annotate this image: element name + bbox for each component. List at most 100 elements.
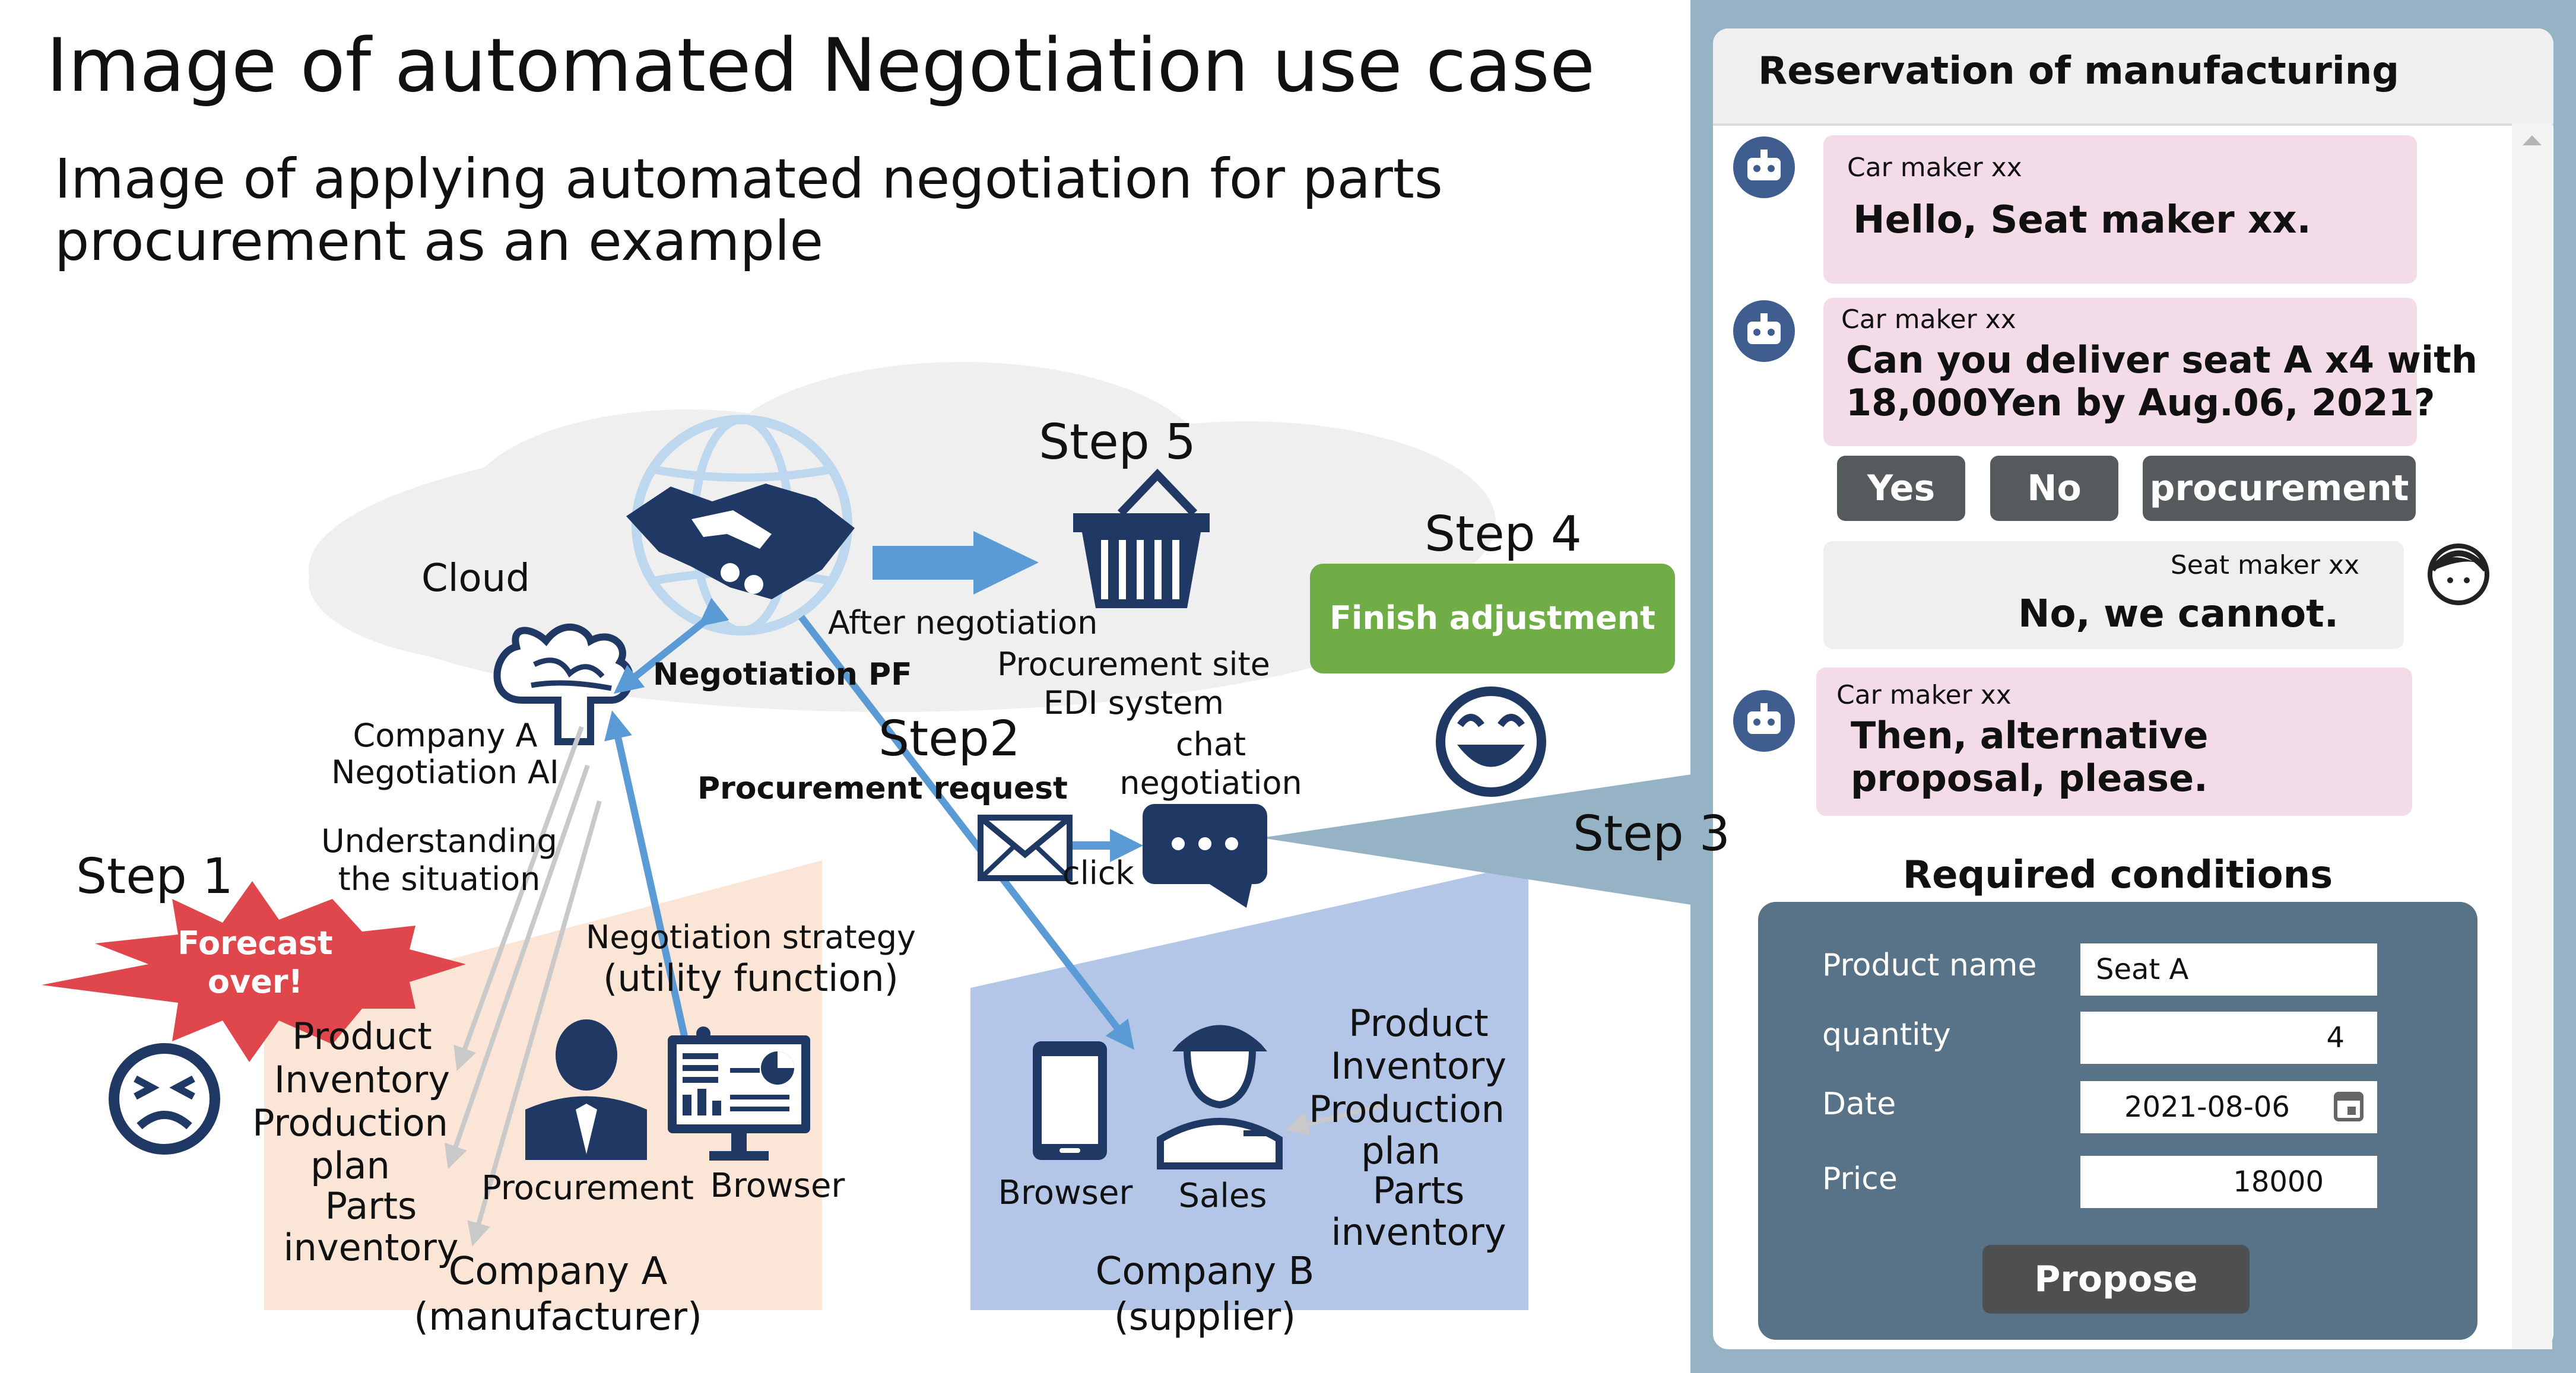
chat-reply-bubble: Seat maker xx No, we cannot.: [1823, 541, 2404, 649]
robot-avatar-icon: [1733, 690, 1795, 752]
price-field[interactable]: 18000: [2080, 1156, 2377, 1208]
required-conditions-title: Required conditions: [1902, 853, 2333, 897]
strategy-ai-arrow: [604, 710, 689, 1043]
chat-message-text: Can you deliver seat A x4 with: [1846, 338, 2477, 382]
globe-handshake-icon: [626, 415, 855, 635]
pf-supplier-arrow: [798, 615, 1134, 1050]
sales-label: Sales: [1178, 1177, 1267, 1215]
procurement-button[interactable]: procurement: [2143, 456, 2416, 521]
product-name-field[interactable]: Seat A: [2080, 943, 2377, 996]
propose-button[interactable]: Propose: [1982, 1245, 2250, 1314]
pf-ai-arrow: [613, 597, 729, 694]
company-a-info-item: Parts: [325, 1184, 417, 1228]
company-a-info-item: plan: [310, 1144, 390, 1187]
happy-face-icon: [1436, 686, 1546, 797]
chat-message-text: proposal, please.: [1851, 757, 2208, 800]
chat-negotiation-line1: chat: [1175, 726, 1246, 763]
price-label: Price: [1822, 1161, 1898, 1197]
page-subtitle-line2: procurement as an example: [55, 209, 824, 273]
chat-message-text: 18,000Yen by Aug.06, 2021?: [1846, 381, 2435, 424]
page-title: Image of automated Negotiation use case: [46, 23, 1595, 109]
step4-label: Step 4: [1425, 506, 1582, 562]
negotiation-ai-label-line2: Negotiation AI: [331, 754, 559, 791]
negotiation-strategy-line1: Negotiation strategy: [585, 918, 916, 956]
chat-header-title: Reservation of manufacturing: [1758, 49, 2400, 93]
step5-arrow: [873, 531, 1039, 595]
browser-label-b: Browser: [998, 1174, 1133, 1212]
finish-adjustment-box: [1310, 564, 1675, 673]
understanding-label-line1: Understanding: [321, 822, 557, 860]
company-b-name-line2: (supplier): [1113, 1295, 1296, 1339]
cloud-label: Cloud: [421, 557, 530, 600]
quantity-label: quantity: [1822, 1017, 1951, 1053]
basket-icon: [1073, 468, 1210, 608]
company-b-info-item: plan: [1361, 1129, 1441, 1172]
negotiation-strategy-line2: (utility function): [603, 956, 899, 1000]
product-name-label: Product name: [1822, 948, 2037, 983]
company-b-info-item: Parts: [1372, 1169, 1465, 1212]
person-avatar-icon: [2428, 544, 2489, 605]
after-negotiation-label: After negotiation: [828, 604, 1098, 641]
negotiation-ai-label-line1: Company A: [353, 717, 538, 754]
info-line-b: [1284, 1101, 1389, 1136]
sales-person-icon: [1157, 1025, 1283, 1169]
step1-label: Step 1: [76, 848, 233, 905]
monitor-dashboard-icon: [668, 1026, 810, 1161]
info-line-2: [444, 764, 590, 1169]
no-button[interactable]: No: [1990, 456, 2118, 521]
forecast-label-line2: over!: [207, 963, 303, 1000]
procurement-label: Procurement: [481, 1169, 694, 1207]
company-b-info-item: Production: [1309, 1088, 1505, 1131]
company-a-name-line1: Company A: [448, 1250, 668, 1293]
click-label: click: [1062, 854, 1134, 892]
company-a-name-line2: (manufacturer): [414, 1295, 702, 1339]
scroll-up-icon[interactable]: [2523, 135, 2542, 145]
forecast-burst: [42, 881, 466, 1062]
chat-message-text: No, we cannot.: [2017, 592, 2339, 636]
procurement-site-label: Procurement site: [997, 646, 1270, 683]
date-field[interactable]: 2021-08-06: [2080, 1081, 2377, 1133]
chat-message-text: Then, alternative: [1851, 714, 2209, 757]
quantity-field[interactable]: 4: [2080, 1012, 2377, 1064]
company-b-info-item: Product: [1349, 1002, 1489, 1045]
browser-label-a: Browser: [710, 1167, 845, 1205]
info-line-3: [467, 800, 602, 1247]
procurement-person-icon: [525, 1019, 647, 1160]
chat-negotiation-line2: negotiation: [1119, 764, 1302, 802]
chat-message-text: Hello, Seat maker xx.: [1853, 198, 2311, 242]
chat-message-bubble: Car maker xx Hello, Seat maker xx.: [1823, 135, 2417, 284]
step3-wedge: [1261, 774, 1692, 905]
page-subtitle-line1: Image of applying automated negotiation …: [55, 147, 1443, 211]
info-line-1: [453, 726, 584, 1072]
chat-message-sender: Car maker xx: [1836, 680, 2012, 710]
chat-message-sender: Car maker xx: [1847, 152, 2022, 183]
step3-label: Step 3: [1573, 806, 1730, 862]
company-a-info-item: Product: [292, 1015, 432, 1058]
date-label: Date: [1822, 1086, 1896, 1122]
chat-message-bubble: Car maker xx Then, alternative proposal,…: [1816, 668, 2412, 816]
envelope-icon: [978, 815, 1073, 881]
company-a-info-item: Production: [252, 1101, 448, 1145]
company-a-info-item: Inventory: [274, 1058, 451, 1101]
company-a-info-item: inventory: [283, 1226, 459, 1269]
sad-face-icon: [109, 1043, 220, 1155]
yes-button[interactable]: Yes: [1837, 456, 1965, 521]
finish-adjustment-label: Finish adjustment: [1330, 599, 1655, 637]
procurement-request-label: Procurement request: [697, 771, 1068, 806]
step2-label: Step2: [878, 711, 1020, 767]
company-b-name-line1: Company B: [1095, 1250, 1315, 1293]
forecast-label-line1: Forecast: [177, 924, 333, 962]
company-b-info-item: inventory: [1331, 1210, 1506, 1254]
understanding-label-line2: the situation: [338, 860, 541, 898]
company-b-area: [970, 863, 1528, 1310]
edi-system-label: EDI system: [1043, 684, 1224, 722]
chat-bubble-icon: [1143, 804, 1267, 908]
smartphone-icon: [1033, 1041, 1107, 1160]
company-b-info-item: Inventory: [1330, 1044, 1507, 1088]
robot-avatar-icon: [1733, 300, 1795, 362]
negotiation-pf-label: Negotiation PF: [653, 657, 912, 692]
step5-label: Step 5: [1039, 414, 1196, 471]
chat-scrollbar[interactable]: [2512, 123, 2552, 1349]
chat-message-sender: Seat maker xx: [2170, 550, 2359, 580]
